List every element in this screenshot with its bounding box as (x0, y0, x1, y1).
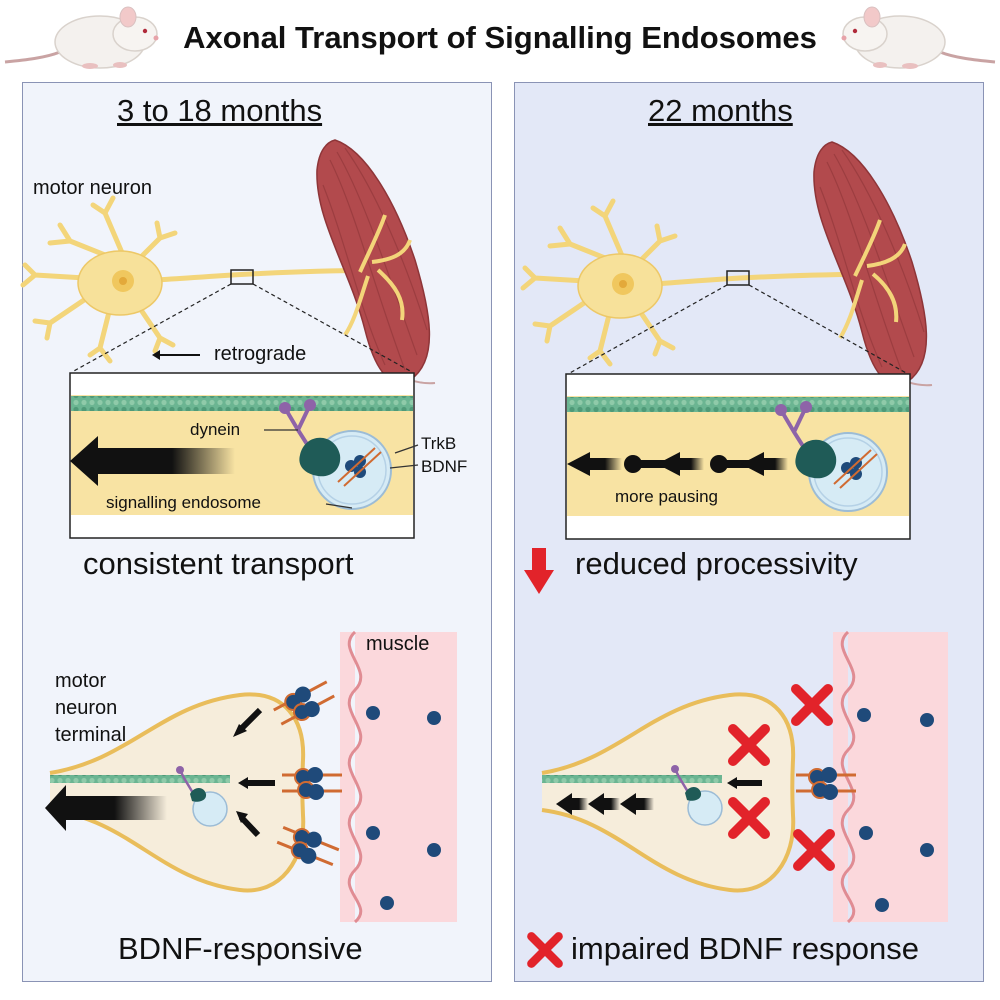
arrow-icon (567, 452, 590, 476)
muscle-membrane (840, 630, 856, 924)
trkb-label: TrkB (421, 434, 457, 453)
retrograde-label: retrograde (214, 343, 307, 365)
impaired-response-caption: impaired BDNF response (571, 931, 920, 966)
nerve-terminal-branches (343, 214, 412, 337)
motor-neuron-terminal (541, 692, 796, 893)
arrow-icon (95, 448, 235, 474)
terminal-label-line2: neuron (55, 697, 118, 719)
more-pausing-label: more pausing (615, 487, 719, 506)
neuron-icon (23, 198, 381, 361)
zoom-box (230, 269, 254, 285)
arrow-icon (62, 796, 167, 820)
terminal-label-line3: terminal (55, 724, 127, 746)
bdnf-label: BDNF (421, 457, 468, 476)
cross-icon (531, 936, 558, 963)
reduced-processivity-caption: reduced processivity (575, 546, 858, 581)
bdnf-responsive-caption: BDNF-responsive (118, 931, 363, 966)
cross-icon (798, 834, 830, 866)
cross-icon (796, 689, 828, 721)
arrow-icon (741, 452, 764, 476)
neuron-icon (523, 201, 871, 364)
muscle-label: muscle (366, 633, 430, 655)
arrow-icon (657, 452, 680, 476)
microtubule (71, 396, 413, 411)
dynein-label: dynein (190, 420, 241, 439)
bdnf-molecule (366, 706, 380, 720)
left-heading: 3 to 18 months (117, 93, 323, 128)
figure-title: Axonal Transport of Signalling Endosomes (183, 20, 817, 55)
right-heading: 22 months (648, 93, 793, 128)
motor-neuron-label: motor neuron (33, 177, 152, 199)
mouse-icon (840, 5, 997, 71)
nerve-terminal-branches (838, 219, 907, 340)
muscle-membrane (347, 630, 363, 924)
arrow-icon (556, 793, 572, 815)
consistent-transport-caption: consistent transport (83, 546, 354, 581)
terminal-label-line1: motor (55, 670, 107, 692)
endosome-label: signalling endosome (106, 493, 261, 512)
microtubule (567, 397, 909, 412)
bdnf-molecule (857, 708, 871, 722)
zoom-box (726, 270, 750, 286)
mouse-icon (3, 5, 160, 71)
down-arrow-icon (524, 548, 554, 594)
